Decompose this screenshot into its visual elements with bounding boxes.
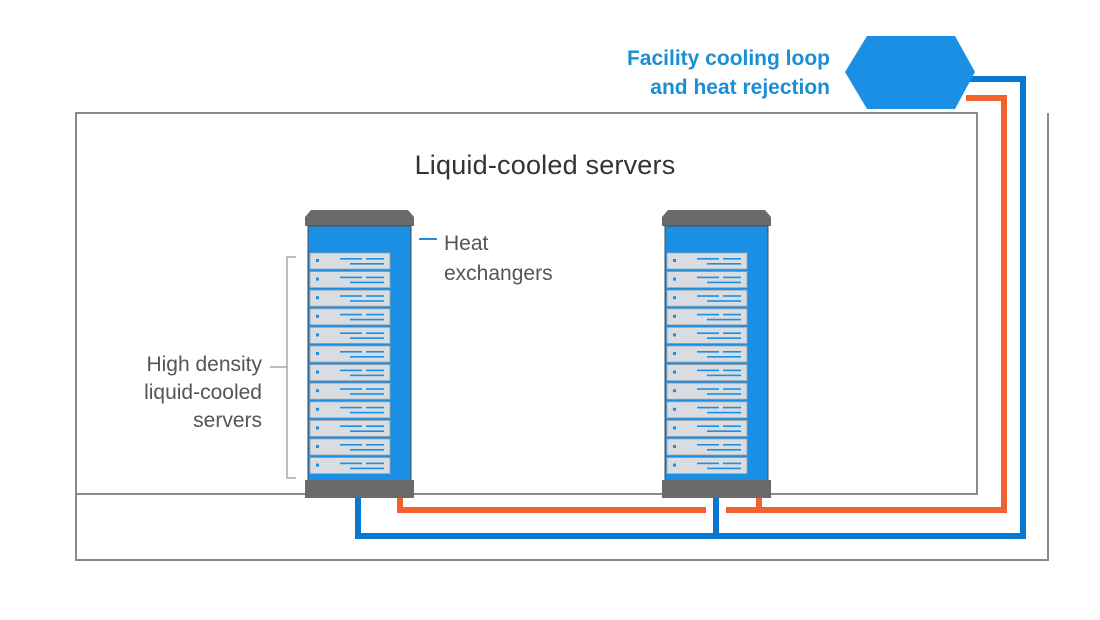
supply-pipe — [355, 76, 1026, 539]
server-blade — [666, 271, 748, 289]
server-blade — [309, 345, 391, 363]
server-blade — [666, 457, 748, 475]
density-label-line1: High density — [146, 353, 262, 376]
density-label-line2: liquid-cooled — [144, 381, 262, 404]
rack-right-base — [662, 480, 771, 498]
server-blade — [666, 345, 748, 363]
server-blade — [666, 289, 748, 307]
facility-label-line2: and heat rejection — [650, 76, 830, 99]
server-blade — [309, 271, 391, 289]
rack-right-top-cap — [662, 210, 771, 226]
density-bracket — [286, 256, 296, 479]
server-blade — [666, 401, 748, 419]
server-blade — [666, 382, 748, 400]
heat-label-line2: exchangers — [444, 262, 553, 285]
server-blade — [309, 364, 391, 382]
server-blade — [666, 252, 748, 270]
heat-label-line1: Heat — [444, 232, 489, 255]
server-blade — [309, 401, 391, 419]
server-blade — [309, 289, 391, 307]
density-label-line3: servers — [193, 409, 262, 432]
rack-left-top-cap — [305, 210, 414, 226]
diagram-title: Liquid-cooled servers — [414, 150, 676, 180]
facility-label-line1: Facility cooling loop — [626, 47, 830, 70]
server-blade — [666, 364, 748, 382]
rack-left-base — [305, 480, 414, 498]
high-density-servers-label: High density liquid-cooled servers — [60, 351, 262, 435]
server-blade — [666, 419, 748, 437]
server-blade — [666, 326, 748, 344]
rack-right — [662, 210, 771, 498]
server-blade — [666, 308, 748, 326]
rack-left-servers — [309, 252, 391, 475]
heat-exchangers-label: Heat exchangers — [444, 229, 644, 289]
facility-cooling-unit — [845, 36, 975, 109]
outer-room-outline — [75, 112, 1049, 561]
server-blade — [309, 252, 391, 270]
server-blade — [309, 308, 391, 326]
server-blade — [309, 457, 391, 475]
return-pipe — [397, 95, 1007, 513]
server-blade — [309, 438, 391, 456]
server-blade — [666, 438, 748, 456]
rack-right-servers — [666, 252, 748, 475]
rack-left — [305, 210, 414, 498]
server-blade — [309, 326, 391, 344]
facility-cooling-label: Facility cooling loop and heat rejection — [560, 44, 830, 102]
server-blade — [309, 419, 391, 437]
server-blade — [309, 382, 391, 400]
